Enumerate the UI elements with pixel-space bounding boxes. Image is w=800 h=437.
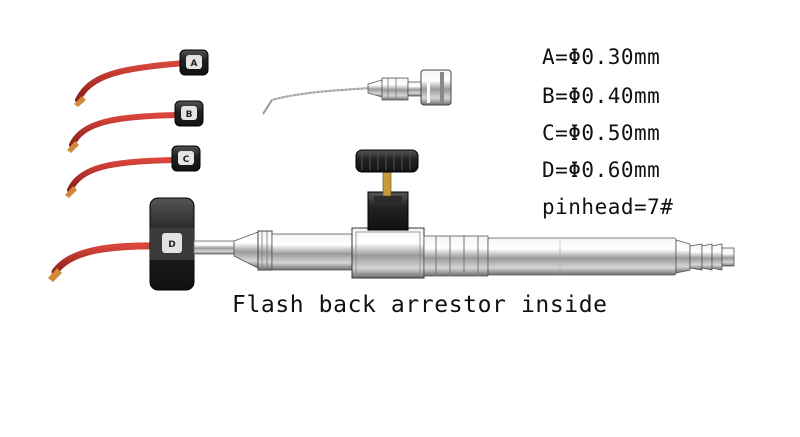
spec-tip-b: B=Φ0.40mm [542,84,661,108]
spec-tip-d: D=Φ0.60mm [542,158,661,182]
caption: Flash back arrestor inside [232,292,608,318]
tip-c-label: C [183,155,190,165]
spec-tip-a: A=Φ0.30mm [542,45,661,69]
torch-body: D [48,149,735,291]
tip-b-label: B [186,110,193,120]
tip-d-label: D [168,240,175,250]
spec-tip-c: C=Φ0.50mm [542,121,661,145]
tip-a: A [74,49,209,107]
tip-a-label: A [191,59,198,69]
spec-pinhead: pinhead=7# [542,195,674,219]
tip-c: C [65,145,201,198]
tip-b: B [67,100,204,153]
needle-assembly [262,69,452,115]
